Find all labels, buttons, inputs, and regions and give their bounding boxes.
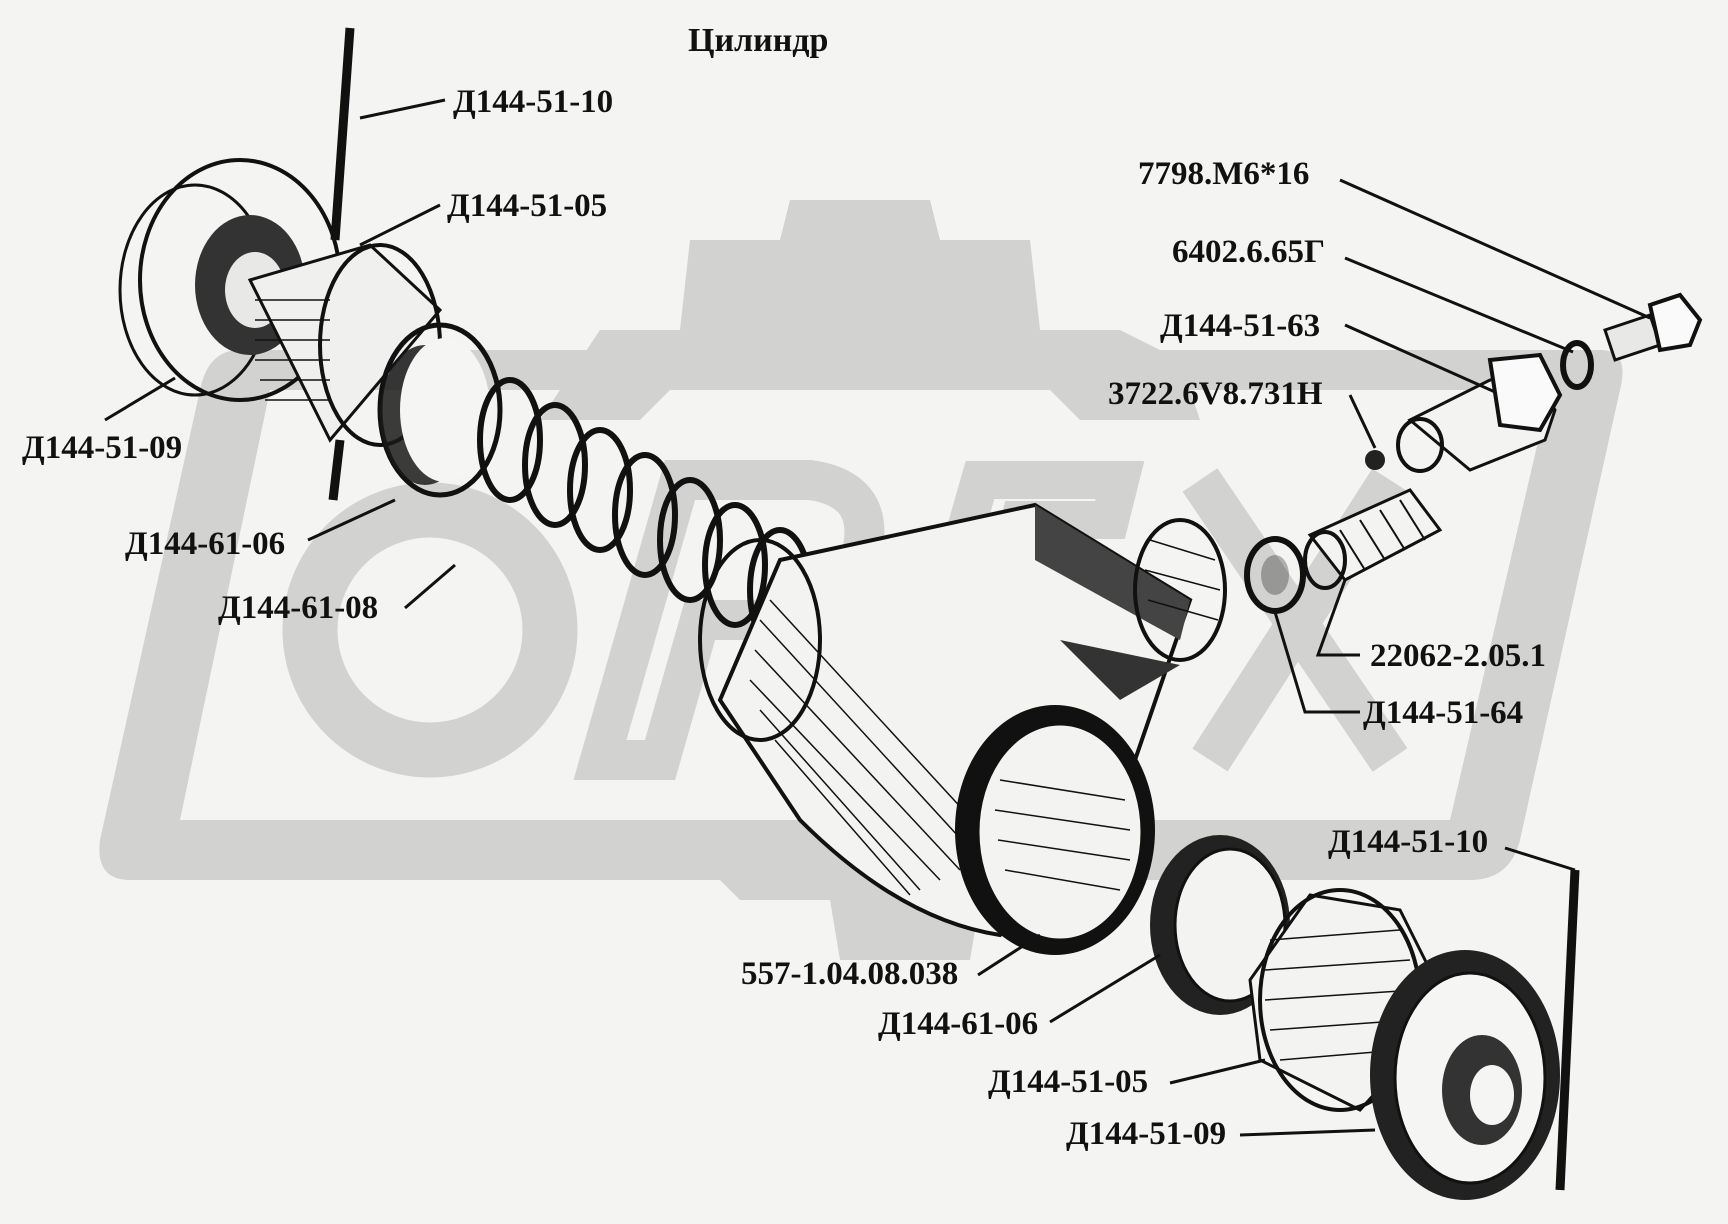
fitting-drawing (1303, 488, 1443, 590)
label-top-cap: Д144-51-09 (22, 430, 183, 466)
label-bottom-pin: Д144-51-10 (1328, 824, 1489, 860)
cylinder-body-drawing (698, 502, 1227, 955)
leader-lines (104, 98, 1651, 1137)
diagram-title: Цилиндр (688, 22, 829, 59)
label-spring: Д144-61-08 (218, 590, 379, 626)
bottom-seal-drawing (1150, 835, 1290, 1015)
label-plug: Д144-51-63 (1160, 308, 1321, 344)
label-bottom-seal: Д144-61-06 (878, 1006, 1039, 1042)
bottom-pin-drawing (1555, 869, 1580, 1191)
bottom-cap-drawing (1370, 950, 1560, 1200)
label-ball: 3722.6V8.731Н (1108, 376, 1323, 412)
label-top-piston: Д144-51-05 (447, 188, 608, 224)
label-top-seal: Д144-61-06 (125, 526, 286, 562)
label-top-pin: Д144-51-10 (453, 84, 614, 120)
label-bottom-piston: Д144-51-05 (988, 1064, 1149, 1100)
gasket-drawing (1244, 536, 1306, 614)
washer-drawing (1560, 340, 1594, 390)
label-gasket: Д144-51-64 (1363, 695, 1524, 731)
label-bolt: 7798.М6*16 (1138, 156, 1310, 192)
bolt-drawing (1603, 292, 1703, 362)
label-fitting: 22062-2.05.1 (1370, 638, 1546, 674)
plug-drawing (1396, 352, 1563, 473)
top-seal-drawing (377, 322, 503, 498)
label-washer: 6402.6.65Г (1172, 234, 1325, 270)
ball-drawing (1365, 450, 1385, 470)
top-pin-drawing (328, 27, 355, 501)
label-cylinder-body: 557-1.04.08.038 (741, 956, 959, 992)
label-bottom-cap: Д144-51-09 (1066, 1116, 1227, 1152)
